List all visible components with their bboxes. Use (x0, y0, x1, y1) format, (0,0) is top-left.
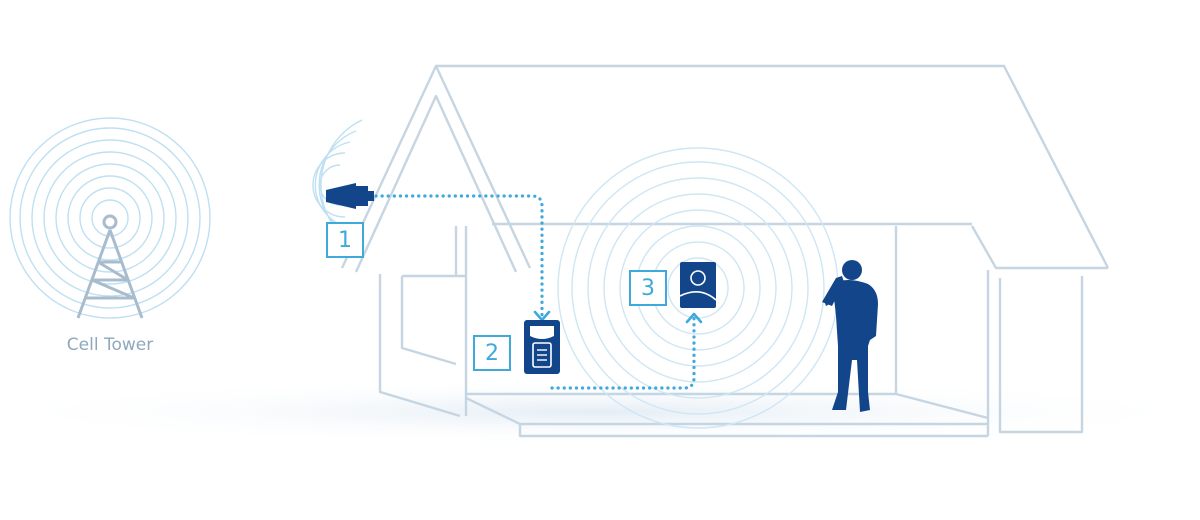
cell-tower-label: Cell Tower (66, 335, 154, 355)
signal-booster-icon (524, 320, 560, 374)
step-3-badge: 3 (629, 270, 667, 306)
inside-signal-waves (557, 147, 839, 429)
signal-path (374, 194, 696, 390)
inside-antenna-icon (679, 262, 717, 308)
person-on-phone-icon (822, 260, 878, 412)
tower-signal-waves (9, 117, 211, 319)
outside-antenna-icon (326, 183, 374, 209)
house-outline (340, 64, 1110, 438)
cell-tower-icon (76, 214, 144, 319)
step-1-badge: 1 (326, 222, 364, 258)
step-2-badge: 2 (473, 335, 511, 371)
